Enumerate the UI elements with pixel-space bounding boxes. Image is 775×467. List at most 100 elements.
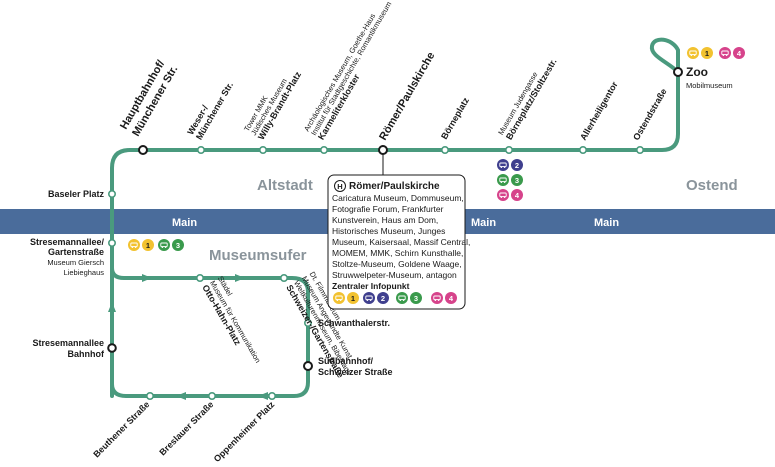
hotspot-icon — [334, 180, 346, 192]
popup-title: Römer/Paulskirche — [349, 181, 440, 192]
stop-stresemann-garten[interactable] — [108, 239, 117, 248]
svg-text:Institut für Stadtgeschichte,: Institut für Stadtgeschichte, Romantikmu… — [309, 0, 393, 137]
badge-2 — [511, 159, 523, 171]
svg-text:Südbahnhof/: Südbahnhof/ — [318, 356, 373, 366]
badge-bus-icon — [128, 239, 140, 251]
badge-3 — [172, 239, 184, 251]
district-altstadt: Altstadt — [257, 177, 313, 194]
svg-text:Ostendstraße: Ostendstraße — [631, 87, 669, 142]
stop-schwanthaler[interactable] — [303, 318, 312, 327]
stop-zoo[interactable] — [673, 67, 683, 77]
svg-text:Gartenstraße: Gartenstraße — [48, 247, 104, 257]
label-stoltzestr: Museum Judengasse Börneplatz/Stoltzestr. — [496, 57, 559, 142]
label-roemer: Römer/Paulskirche — [377, 50, 437, 142]
svg-text:Schweizer Straße: Schweizer Straße — [318, 367, 393, 377]
svg-text:Beuthener Straße: Beuthener Straße — [91, 399, 151, 459]
label-baseler-platz: Baseler Platz — [48, 189, 105, 199]
label-oppenheimer: Oppenheimer Platz — [212, 399, 277, 464]
badge-bus-icon — [333, 292, 345, 304]
popup-line: Fotografie Forum, Frankfurter — [332, 204, 444, 214]
stop-allerheiligentor[interactable] — [578, 146, 587, 155]
badge-bus-icon — [497, 189, 509, 201]
badge-1 — [142, 239, 154, 251]
popup-line: Historisches Museum, Junges — [332, 226, 445, 236]
stop-stresemann-bahnhof[interactable] — [107, 343, 117, 353]
stop-markers — [107, 67, 683, 400]
svg-text:1: 1 — [351, 294, 355, 303]
label-weser: Weser-/ Münchener Str. — [185, 80, 235, 141]
label-stresemann-garten: Stresemannallee/ Gartenstraße Museum Gie… — [30, 237, 105, 277]
badges-stresemann: 1 3 — [128, 239, 184, 251]
badge-3 — [410, 292, 422, 304]
label-hauptbahnhof: Hauptbahnhof/ Münchener Str. — [118, 58, 180, 138]
popup-line: Kunstverein, Haus am Dom, — [332, 215, 438, 225]
svg-text:4: 4 — [737, 49, 742, 58]
badge-bus-icon — [497, 174, 509, 186]
badge-bus-icon — [363, 292, 375, 304]
label-otto-hahn: Otto-Hahn-Platz Museum für Kommunikation… — [200, 275, 262, 365]
label-boerneplatz: Börneplatz — [439, 95, 471, 141]
stop-baseler-platz[interactable] — [108, 190, 117, 199]
badge-1 — [701, 47, 713, 59]
badge-2 — [377, 292, 389, 304]
stop-stoltzestr[interactable] — [504, 146, 513, 155]
stop-weser[interactable] — [197, 146, 206, 155]
badge-bus-icon — [497, 159, 509, 171]
popup-line: Struwwelpeter-Museum, antagon — [332, 270, 457, 280]
river-label-right: Main — [594, 217, 619, 229]
stop-beuthener[interactable] — [146, 391, 155, 400]
label-breslauer: Breslauer Straße — [157, 399, 215, 457]
stop-karmeliterkloster[interactable] — [319, 146, 328, 155]
svg-text:1: 1 — [146, 241, 150, 250]
hotspot-icon-letter: H — [337, 182, 342, 191]
badges-stoltze: 2 3 4 — [497, 159, 523, 201]
label-zoo-sub: Mobilmuseum — [686, 81, 733, 90]
badge-4 — [445, 292, 457, 304]
label-beuthener: Beuthener Straße — [91, 399, 151, 459]
badge-bus-icon — [158, 239, 170, 251]
stop-boerneplatz[interactable] — [440, 146, 449, 155]
route-line — [110, 37, 680, 398]
roemer-info-popup[interactable]: H Römer/Paulskirche Caricatura Museum, D… — [327, 174, 470, 310]
svg-text:Allerheiligentor: Allerheiligentor — [578, 79, 620, 142]
badge-bus-icon — [687, 47, 699, 59]
district-ostend: Ostend — [686, 177, 738, 194]
svg-text:Stresemannallee/: Stresemannallee/ — [30, 237, 105, 247]
badge-3 — [511, 174, 523, 186]
river-label-mid: Main — [471, 217, 496, 229]
stop-hauptbahnhof[interactable] — [138, 145, 148, 155]
stop-oppenheimer[interactable] — [267, 391, 276, 400]
stop-suedbahnhof[interactable] — [303, 361, 313, 371]
svg-text:1: 1 — [705, 49, 709, 58]
popup-line: Museum, Kaisersaal, Massif Central, — [332, 237, 470, 247]
label-allerheiligentor: Allerheiligentor — [578, 79, 620, 142]
label-schwanthaler: Schwanthalerstr. — [318, 318, 390, 328]
svg-text:3: 3 — [176, 241, 180, 250]
svg-text:Museum Giersch: Museum Giersch — [47, 258, 104, 267]
svg-text:Oppenheimer Platz: Oppenheimer Platz — [212, 399, 277, 464]
stop-ostendstrasse[interactable] — [635, 146, 644, 155]
river-label-left: Main — [172, 217, 197, 229]
svg-text:Museum für Kommunikation: Museum für Kommunikation — [208, 279, 262, 364]
svg-text:Börneplatz/Stoltzestr.: Börneplatz/Stoltzestr. — [504, 57, 559, 142]
stop-willy-brandt[interactable] — [258, 146, 267, 155]
stop-roemer[interactable] — [378, 145, 388, 155]
label-willy-brandt: Tower MMK Jüdisches Museum Willy-Brandt-… — [242, 69, 303, 141]
popup-line: Caricatura Museum, Dommuseum, — [332, 193, 464, 203]
badge-1 — [347, 292, 359, 304]
popup-line: MOMEM, MMK, Schirn Kunsthalle, — [332, 248, 463, 258]
svg-text:Bahnhof: Bahnhof — [68, 349, 105, 359]
svg-text:3: 3 — [414, 294, 418, 303]
svg-text:Breslauer Straße: Breslauer Straße — [157, 399, 215, 457]
stop-breslauer[interactable] — [208, 391, 217, 400]
svg-text:Liebieghaus: Liebieghaus — [64, 268, 105, 277]
svg-text:4: 4 — [449, 294, 454, 303]
badge-bus-icon — [431, 292, 443, 304]
stop-schweizer-garten[interactable] — [279, 273, 288, 282]
direction-arrows — [108, 274, 268, 400]
label-stresemann-bahnhof: Stresemannallee Bahnhof — [32, 338, 105, 359]
svg-text:2: 2 — [381, 294, 385, 303]
stop-otto-hahn[interactable] — [196, 273, 205, 282]
badge-bus-icon — [396, 292, 408, 304]
